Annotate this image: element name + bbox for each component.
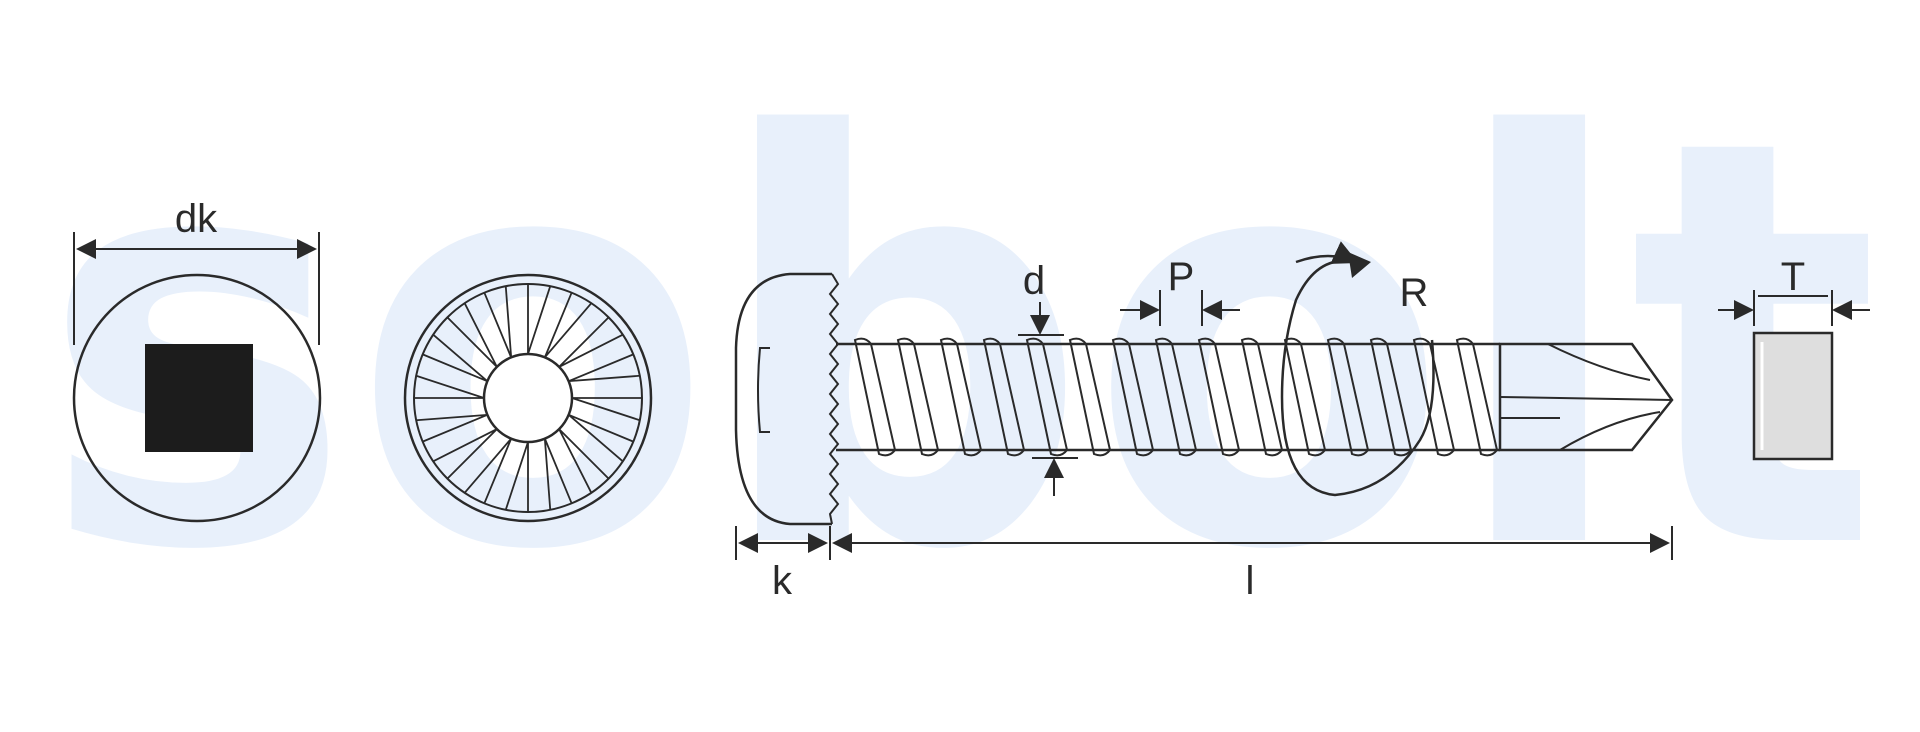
p-dimension: P <box>1120 255 1240 326</box>
watermark-text: sobolt <box>40 21 1880 673</box>
k-dimension: k <box>735 526 831 603</box>
screw-head <box>734 272 832 526</box>
dk-label: dk <box>175 197 218 241</box>
washer-side-view <box>1752 331 1834 461</box>
p-label: P <box>1168 255 1195 299</box>
r-label: R <box>1400 271 1429 315</box>
r-rotation: R <box>1280 241 1435 497</box>
d-dimension: d <box>1018 259 1078 496</box>
drill-point <box>1498 342 1674 452</box>
threads <box>853 337 1499 457</box>
serrated-underside-view <box>403 273 653 523</box>
square-drive <box>145 344 253 452</box>
head-top-view <box>72 273 322 523</box>
d-label: d <box>1023 259 1045 303</box>
dk-dimension: dk <box>73 197 320 345</box>
l-dimension: l <box>832 526 1673 603</box>
t-dimension: T <box>1718 255 1870 326</box>
l-label: l <box>1246 559 1255 603</box>
screw-side-view <box>734 272 1674 526</box>
k-label: k <box>772 559 793 603</box>
t-label: T <box>1781 255 1805 299</box>
serrated-underside <box>828 273 840 525</box>
